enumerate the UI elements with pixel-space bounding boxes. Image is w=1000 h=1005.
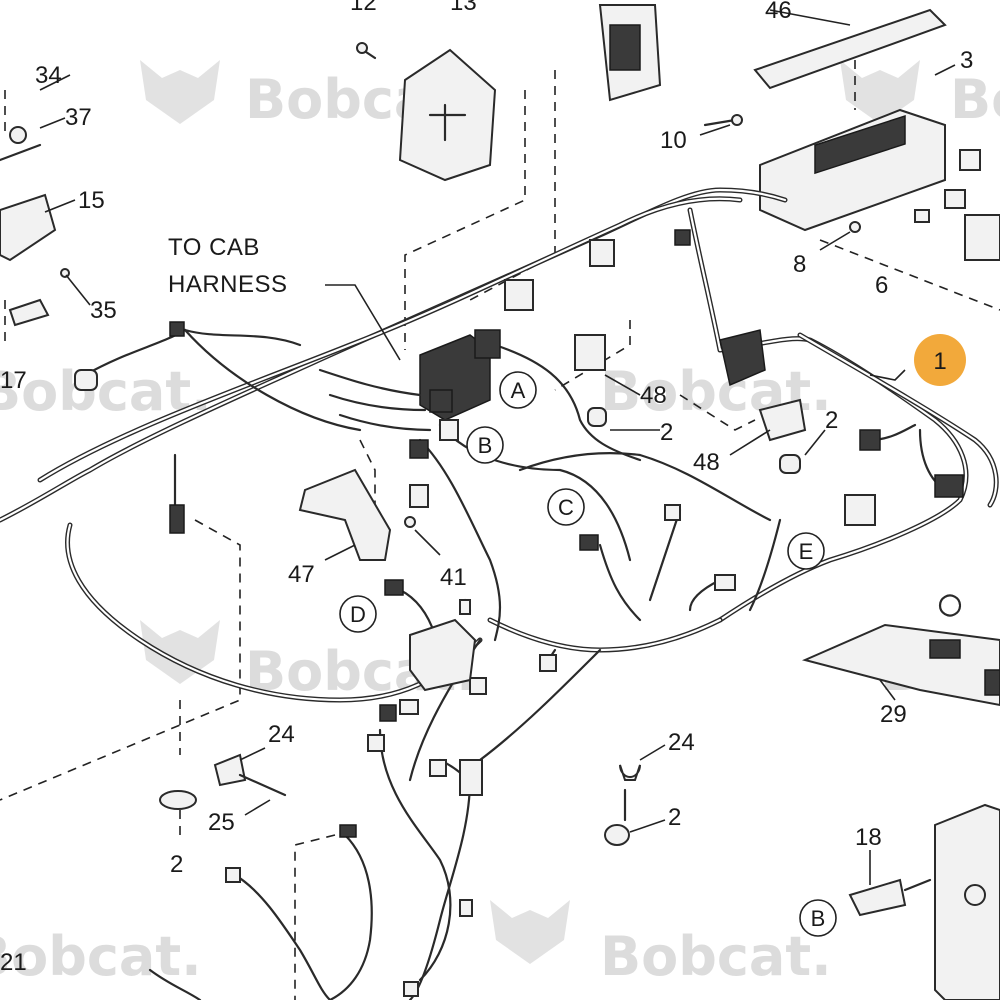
callout-47: 47 xyxy=(288,561,315,588)
watermark-layer: Bobcat. Bobcat. Bobcat. Bobcat. Bobcat. … xyxy=(0,60,1000,988)
callout-numbers: 12 13 46 3 10 8 6 34 37 15 35 17 48 2 48… xyxy=(0,0,973,976)
connector-c: C xyxy=(547,488,585,526)
screw-8 xyxy=(849,221,861,233)
callout-1: 1 xyxy=(933,348,946,375)
svg-text:B: B xyxy=(478,433,493,458)
svg-text:E: E xyxy=(799,539,814,564)
highlight-callout-1[interactable]: 1 xyxy=(914,334,966,386)
connector-e: E xyxy=(787,532,825,570)
watermark-text: Bobcat. xyxy=(950,68,1000,131)
relay-12 xyxy=(356,42,377,60)
screw-10 xyxy=(703,114,743,127)
connector-block-d xyxy=(384,579,477,692)
callout-15: 15 xyxy=(78,187,105,214)
callout-6: 6 xyxy=(875,272,888,299)
harness-label-line2: HARNESS xyxy=(168,271,288,298)
connector-labels: A B C D E B xyxy=(339,371,837,937)
callout-18: 18 xyxy=(855,824,882,851)
callout-37: 37 xyxy=(65,104,92,131)
to-cab-harness-label: TO CAB HARNESS xyxy=(168,234,288,298)
callout-3: 3 xyxy=(960,47,973,74)
module-13 xyxy=(398,48,497,182)
callout-21: 21 xyxy=(0,949,27,976)
module-top xyxy=(598,4,662,102)
svg-text:A: A xyxy=(511,378,526,403)
callout-2-d: 2 xyxy=(668,804,681,831)
callout-24-a: 24 xyxy=(268,721,295,748)
callout-leaders xyxy=(39,9,956,885)
callout-10: 10 xyxy=(660,127,687,154)
callout-2-c: 2 xyxy=(170,851,183,878)
connector-d: D xyxy=(339,595,377,633)
callout-35: 35 xyxy=(90,297,117,324)
bobcat-logo-icon xyxy=(140,60,920,964)
connector-a: A xyxy=(499,371,537,409)
callout-17: 17 xyxy=(0,367,27,394)
svg-text:C: C xyxy=(558,495,574,520)
fuse-box-3 xyxy=(759,108,1000,261)
junction-cluster xyxy=(74,229,964,997)
callout-34: 34 xyxy=(35,62,62,89)
svg-text:B: B xyxy=(811,906,826,931)
callout-46: 46 xyxy=(765,0,792,24)
callout-25: 25 xyxy=(208,809,235,836)
callout-29: 29 xyxy=(880,701,907,728)
lower-parts xyxy=(159,753,641,846)
callout-24-b: 24 xyxy=(668,729,695,756)
callout-2-a: 2 xyxy=(660,419,673,446)
connector-b: B xyxy=(466,426,504,464)
svg-text:D: D xyxy=(350,602,366,627)
connector-b-lower: B xyxy=(799,899,837,937)
callout-48-a: 48 xyxy=(640,382,667,409)
callout-13: 13 xyxy=(450,0,477,16)
tank-part xyxy=(848,803,1000,1001)
harness-label-line1: TO CAB xyxy=(168,234,260,261)
highlight-circle xyxy=(914,334,966,386)
watermark-text: Bobcat. xyxy=(0,925,202,988)
plate-46 xyxy=(753,8,947,90)
callout-2-b: 2 xyxy=(825,407,838,434)
watermark-text: Bobcat. xyxy=(600,925,832,988)
plug-6 xyxy=(914,209,930,223)
callout-12: 12 xyxy=(350,0,377,16)
rail-29 xyxy=(801,594,1000,707)
left-parts xyxy=(0,126,70,327)
bracket-47 xyxy=(298,468,416,561)
callout-48-b: 48 xyxy=(693,449,720,476)
main-harness-1 xyxy=(0,187,999,703)
callout-8: 8 xyxy=(793,251,806,278)
callout-41: 41 xyxy=(440,564,467,591)
